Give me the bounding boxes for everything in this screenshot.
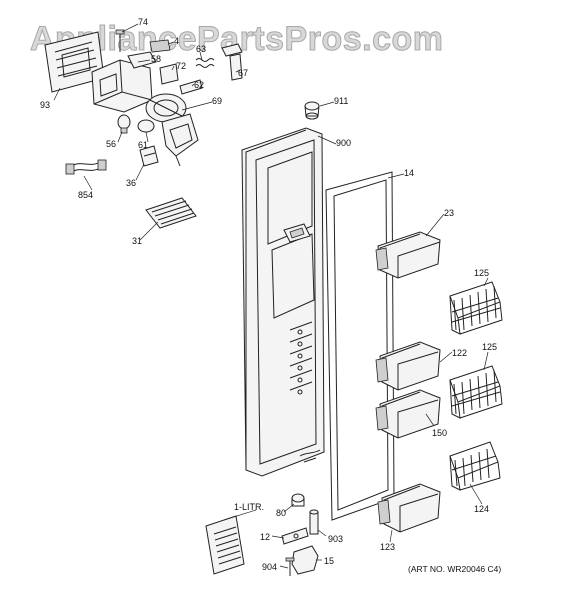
part-69-solenoid bbox=[145, 93, 187, 123]
part-61-socket bbox=[137, 119, 155, 133]
part-124-basket-lower bbox=[449, 441, 501, 491]
part-56-bulb bbox=[117, 114, 131, 134]
part-80-plug bbox=[291, 493, 305, 507]
part-911-cap bbox=[304, 101, 320, 120]
callout-62: 62 bbox=[194, 80, 204, 90]
callout-904: 904 bbox=[262, 562, 277, 572]
part-123-bin bbox=[377, 483, 441, 533]
callout-74: 74 bbox=[138, 17, 148, 27]
callout-72: 72 bbox=[176, 61, 186, 71]
part-23-bin bbox=[375, 231, 441, 279]
callout-12: 12 bbox=[260, 532, 270, 542]
callout-58: 58 bbox=[151, 54, 161, 64]
callout-36: 36 bbox=[126, 178, 136, 188]
callout-122: 122 bbox=[452, 348, 467, 358]
part-15-base bbox=[291, 545, 319, 575]
part-854-harness bbox=[65, 159, 107, 175]
part-904-screw bbox=[285, 557, 295, 576]
callout-903: 903 bbox=[328, 534, 343, 544]
part-125-basket-upper bbox=[449, 281, 503, 335]
part-62-link bbox=[179, 79, 203, 95]
part-93-cover-plate bbox=[44, 31, 105, 93]
callout-124: 124 bbox=[474, 504, 489, 514]
callout-123: 123 bbox=[380, 542, 395, 552]
callout-1-litr: 1-LITR. bbox=[234, 502, 264, 512]
callout-61: 61 bbox=[138, 140, 148, 150]
callout-69: 69 bbox=[212, 96, 222, 106]
callout-15: 15 bbox=[324, 556, 334, 566]
part-4-clip bbox=[149, 39, 171, 53]
part-122-bin bbox=[375, 341, 441, 391]
callout-93: 93 bbox=[40, 100, 50, 110]
leader-lines bbox=[53, 23, 489, 569]
part-125-basket-middle bbox=[449, 365, 503, 419]
part-58-housing bbox=[91, 51, 157, 113]
callout-23: 23 bbox=[444, 208, 454, 218]
part-150-bin bbox=[375, 389, 441, 439]
part-63-spring bbox=[195, 58, 215, 68]
callout-67: 67 bbox=[238, 68, 248, 78]
callout-900: 900 bbox=[336, 138, 351, 148]
part-31-grille bbox=[145, 197, 197, 229]
callout-125-middle: 125 bbox=[482, 342, 497, 352]
callout-125-upper: 125 bbox=[474, 268, 489, 278]
callout-854: 854 bbox=[78, 190, 93, 200]
part-900-door bbox=[241, 127, 325, 477]
part-actuator bbox=[161, 113, 199, 167]
part-12-bracket bbox=[281, 527, 309, 545]
part-36-switch bbox=[139, 145, 159, 167]
callout-31: 31 bbox=[132, 236, 142, 246]
callout-63: 63 bbox=[196, 44, 206, 54]
callout-4: 4 bbox=[174, 36, 179, 46]
art-number: (ART NO. WR20046 C4) bbox=[408, 564, 501, 574]
part-67-lever bbox=[221, 43, 243, 81]
callout-56: 56 bbox=[106, 139, 116, 149]
part-14-gasket bbox=[325, 171, 395, 521]
callout-14: 14 bbox=[404, 168, 414, 178]
callout-80: 80 bbox=[276, 508, 286, 518]
part-74-screw bbox=[115, 29, 125, 52]
part-1-litr-booklet bbox=[205, 515, 245, 575]
callout-911: 911 bbox=[334, 96, 348, 106]
part-72-bracket bbox=[159, 63, 179, 85]
part-903-tube bbox=[309, 509, 319, 535]
callout-150: 150 bbox=[432, 428, 447, 438]
